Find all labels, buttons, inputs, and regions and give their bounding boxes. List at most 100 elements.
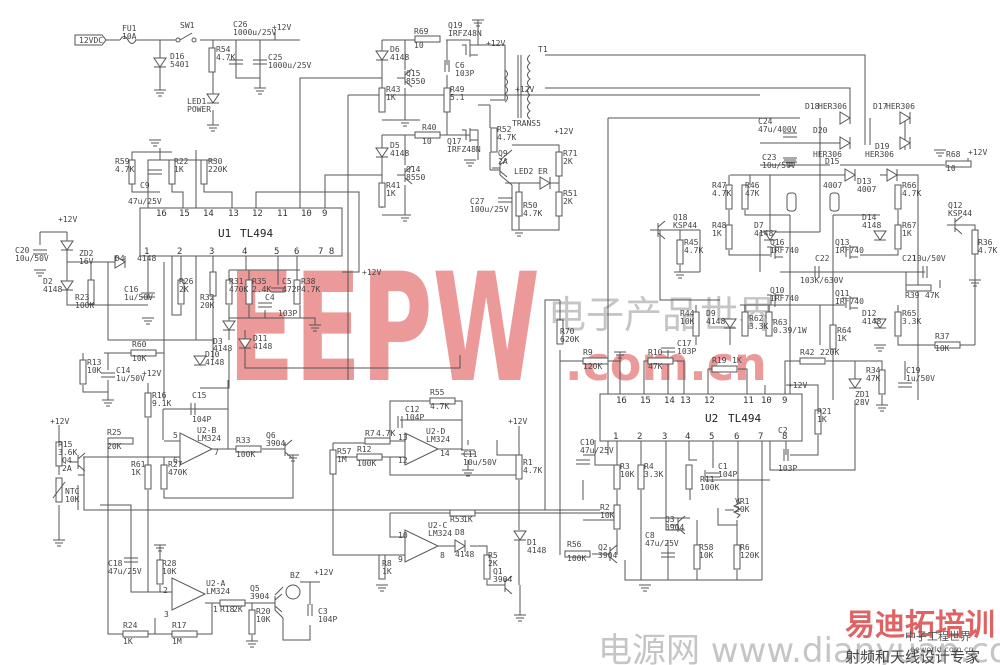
d8-symbol (454, 539, 466, 553)
part-value: 20K (200, 301, 215, 310)
label-sw1: SW1 (180, 21, 195, 30)
resistors (55, 35, 979, 638)
sw1-symbol[interactable] (175, 32, 197, 43)
part-ref: C27 (470, 197, 485, 206)
supply-12v-label: +12V (554, 127, 573, 136)
part-value: 2A (62, 464, 72, 473)
zd2-symbol (60, 240, 74, 251)
q2-symbol (602, 544, 618, 564)
part-ref: C15 (192, 391, 207, 400)
u1-pin-top: 11 (277, 209, 288, 219)
part-value: 1K (837, 334, 847, 343)
resistor-r1 (515, 454, 523, 480)
part-value: 28V (855, 398, 870, 407)
part-value: 472P (282, 285, 301, 294)
part-ref: R46 (745, 181, 760, 190)
part-value: HER306 (818, 102, 847, 111)
part-value: 3.6K (58, 448, 77, 457)
opamp-type: LM324 (197, 434, 221, 443)
c9-symbol (148, 169, 162, 175)
part-ref: R2 (600, 503, 610, 512)
resistor-r56 (564, 550, 591, 558)
part-ref: R18 (220, 605, 235, 614)
ground-icon (102, 399, 114, 407)
resistor-r54 (208, 47, 216, 73)
opamp-pin: 6 (173, 456, 178, 465)
part-value: 3904 (266, 439, 285, 448)
part-value: 10u/50V (912, 254, 946, 263)
resistor-r57 (329, 449, 337, 475)
part-ref: R12 (357, 445, 372, 454)
d4-symbol (114, 255, 126, 269)
d15-symbol (844, 168, 856, 182)
q10-symbol (767, 293, 783, 307)
u1-tl494-body (139, 207, 343, 257)
d7-symbol (763, 230, 777, 241)
u2-pin-bottom: 1 (613, 432, 618, 442)
part-ref: R9 (583, 348, 593, 357)
part-value: 104P (405, 413, 424, 422)
resistor-r51 (555, 191, 563, 217)
vr1-symbol[interactable] (725, 499, 742, 519)
ground-icon (154, 544, 166, 552)
resistor-r11 (685, 464, 693, 490)
u1-pin-bottom: 6 (294, 247, 299, 257)
resistor-r43 (378, 87, 386, 113)
part-ref: R23 (75, 293, 90, 302)
led1-symbol (206, 93, 220, 104)
eepw-logo-text: EEPW (228, 242, 540, 416)
part-ref: R62 (749, 314, 764, 323)
part-value: 1u/50V (116, 374, 145, 383)
part-ref: Q19 (448, 21, 463, 30)
part-value: 103P (455, 69, 474, 78)
part-ref: R55 (430, 388, 445, 397)
part-ref: R58 (699, 543, 714, 552)
label-bz: BZ (290, 571, 300, 580)
part-value: 1K (123, 637, 133, 646)
d12-symbol (873, 318, 887, 329)
ground-icon (53, 539, 65, 547)
part-value: 47u/400V (758, 125, 797, 134)
ground-icon (246, 640, 258, 648)
edatop-slogan-text: 射频和天线设计专家 (845, 648, 980, 665)
opamp-pin: 8 (440, 551, 445, 560)
resistor-r64 (829, 324, 837, 350)
ground-icon (462, 469, 474, 477)
part-ref: R40 (422, 123, 437, 132)
part-ref: R45 (684, 238, 699, 247)
part-value: 1M (337, 455, 347, 464)
part-ref: D20 (813, 126, 828, 135)
resistor-r26 (177, 279, 185, 305)
u2-pin-top: 10 (761, 396, 772, 406)
opamp-ref: U2-A (206, 579, 225, 588)
part-value: 10 (414, 41, 424, 50)
part-ref: Q15 (406, 69, 421, 78)
part-value: IRF740 (770, 294, 799, 303)
resistor-r45 (676, 239, 684, 265)
ground-icon (207, 124, 219, 132)
c1-symbol (706, 472, 720, 478)
part-value: 4.7K (523, 209, 542, 218)
part-ref: D1 (527, 538, 537, 547)
part-ref: R61 (131, 460, 146, 469)
